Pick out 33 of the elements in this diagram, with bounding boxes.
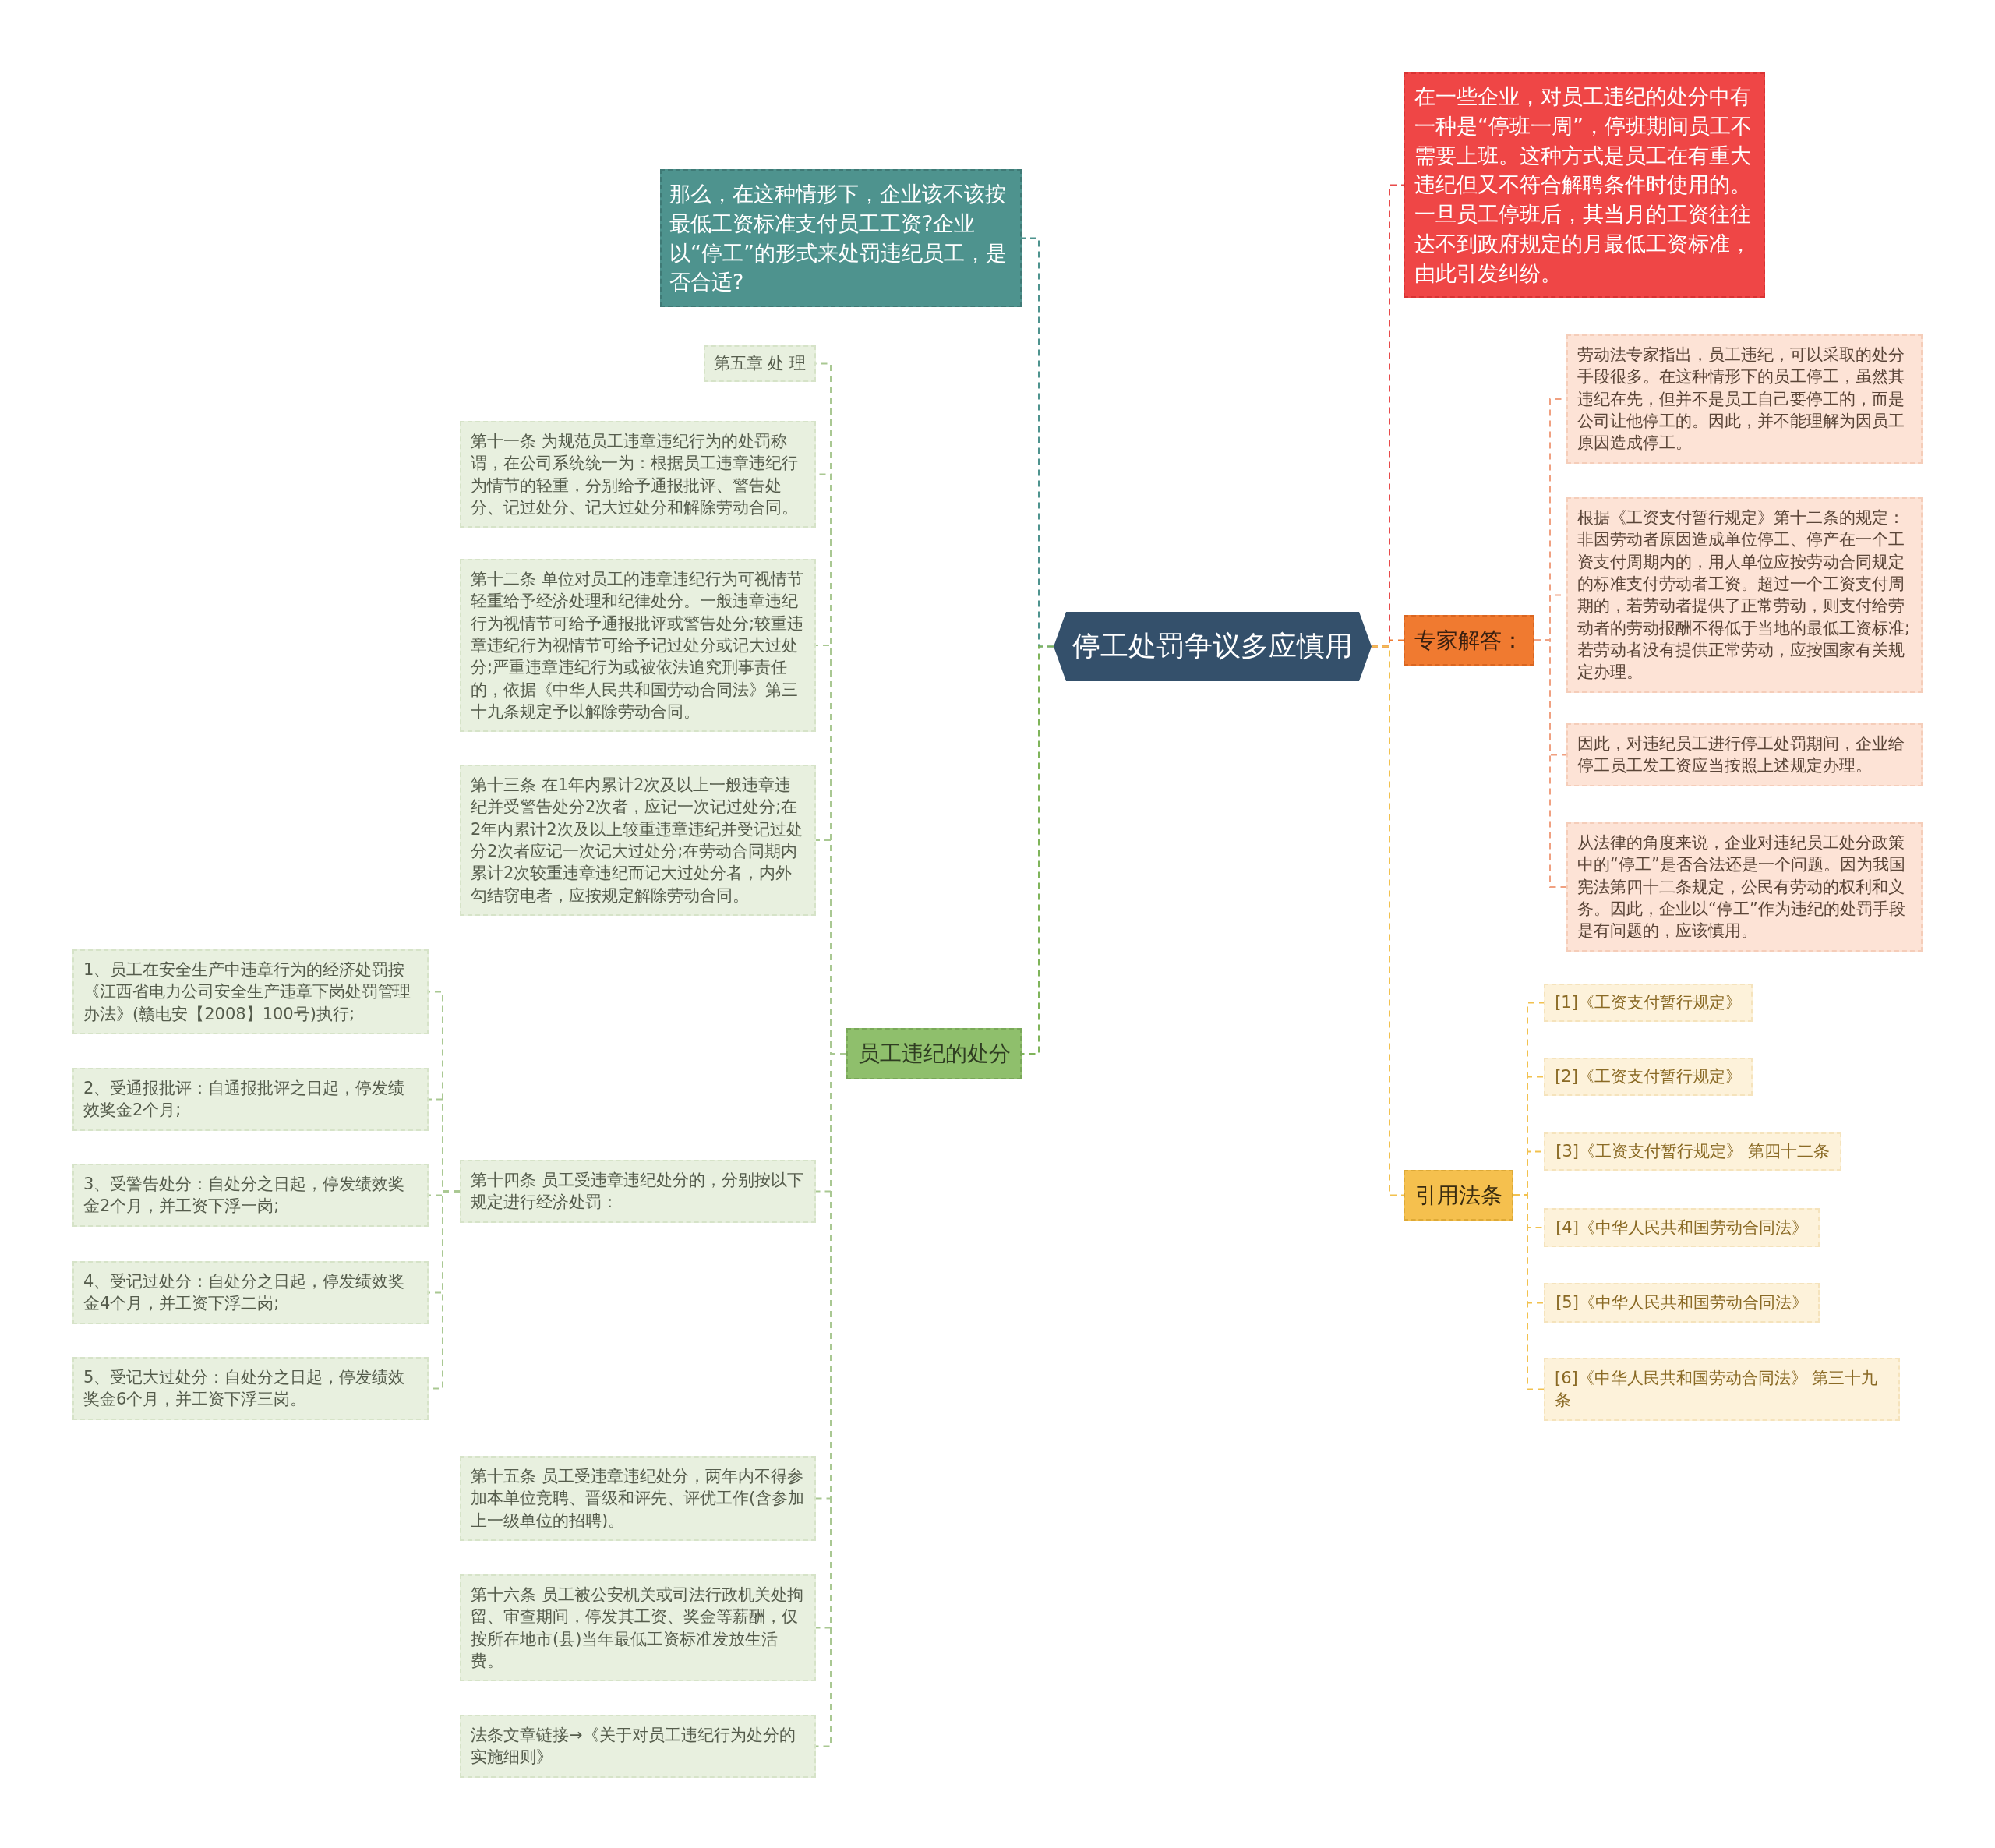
text-box: 法条文章链接→《关于对员工违纪行为处分的实施细则》 xyxy=(460,1715,816,1778)
reference-box: [5]《中华人民共和国劳动合同法》 xyxy=(1544,1283,1820,1323)
branch-box: 引用法条 xyxy=(1404,1170,1513,1221)
reference-box: [4]《中华人民共和国劳动合同法》 xyxy=(1544,1208,1820,1247)
text-box: 5、受记大过处分：自处分之日起，停发绩效奖金6个月，并工资下浮三岗。 xyxy=(72,1357,429,1420)
text-box: 1、员工在安全生产中违章行为的经济处罚按《江西省电力公司安全生产违章下岗处罚管理办法》(赣电安【2008】100号)执行; xyxy=(72,949,429,1035)
branch-box: 员工违纪的处分 xyxy=(846,1028,1022,1079)
question-box: 那么，在这种情形下，企业该不该按最低工资标准支付员工工资?企业以“停工”的形式来处罚违纪员工，是否合适? xyxy=(660,169,1022,307)
connector-line xyxy=(1371,645,1404,1196)
text-box: 第十六条 员工被公安机关或司法行政机关处拘留、审查期间，停发其工资、奖金等薪酬，仅按所在地市(县)当年最低工资标准发放生活费。 xyxy=(460,1574,816,1682)
reference-box: [6]《中华人民共和国劳动合同法》 第三十九条 xyxy=(1544,1358,1900,1421)
text-box: 第五章 处 理 xyxy=(704,345,816,382)
connector-line xyxy=(1534,639,1567,888)
reference-box: [1]《工资支付暂行规定》 xyxy=(1544,984,1753,1022)
text-box: 第十四条 员工受违章违纪处分的，分别按以下规定进行经济处罚： xyxy=(460,1160,816,1223)
text-box: 第十三条 在1年内累计2次及以上一般违章违纪并受警告处分2次者，应记一次记过处分;在2年内累计2次及以上较重违章违纪并受记过处分2次者应记一次记大过处分;在劳动合同期内累计2次较重违章违纪而记大过处分者，内外勾结窃电者，应按规定解除劳动合同。 xyxy=(460,765,816,917)
connector-line xyxy=(1021,645,1054,1055)
topic-hexagon: 停工处罚争议多应慎用 xyxy=(1054,612,1372,681)
text-box: 因此，对违纪员工进行停工处罚期间，企业给停工员工发工资应当按照上述规定办理。 xyxy=(1566,723,1923,786)
text-box: 第十一条 为规范员工违章违纪行为的处罚称谓，在公司系统统一为：根据员工违章违纪行为情节的轻重，分别给予通报批评、警告处分、记过处分、记大过处分和解除劳动合同。 xyxy=(460,421,816,528)
text-box: 劳动法专家指出，员工违纪，可以采取的处分手段很多。在这种情形下的员工停工，虽然其违纪在先，但并不是员工自己要停工的，而是公司让他停工的。因此，并不能理解为因员工原因造成停工。 xyxy=(1566,334,1923,464)
text-box: 根据《工资支付暂行规定》第十二条的规定：非因劳动者原因造成单位停工、停产在一个工资支付周期内的，用人单位应按劳动合同规定的标准支付劳动者工资。超过一个工资支付周期的，若劳动者提供了正常劳动，则支付给劳动者的劳动报酬不得低于当地的最低工资标准;若劳动者没有提供正常劳动，应按国家有关规定办理。 xyxy=(1566,497,1923,693)
connector-line xyxy=(1513,1194,1545,1390)
text-box: 第十二条 单位对员工的违章违纪行为可视情节轻重给予经济处理和纪律处分。一般违章违纪行为视情节可给予通报批评或警告处分;较重违章违纪行为视情节可给予记过处分或记大过处分;严重违章违纪行为或被依法追究刑事责任的，依据《中华人民共和国劳动合同法》第三十九条规定予以解除劳动合同。 xyxy=(460,559,816,733)
reference-box: [3]《工资支付暂行规定》 第四十二条 xyxy=(1544,1132,1841,1171)
branch-box: 专家解答： xyxy=(1404,615,1534,666)
background-box: 在一些企业，对员工违纪的处分中有一种是“停班一周”，停班期间员工不需要上班。这种方式是员工在有重大违纪但又不符合解聘条件时使用的。一旦员工停班后，其当月的工资往往达不到政府规定的月最低工资标准，由此引发纠纷。 xyxy=(1404,72,1765,298)
text-box: 4、受记过处分：自处分之日起，停发绩效奖金4个月，并工资下浮二岗; xyxy=(72,1261,429,1324)
text-box: 从法律的角度来说，企业对违纪员工处分政策中的“停工”是否合法还是一个问题。因为我国宪法第四十二条规定，公民有劳动的权利和义务。因此，企业以“停工”作为违纪的处罚手段是有问题的，应该慎用。 xyxy=(1566,822,1923,952)
reference-box: [2]《工资支付暂行规定》 xyxy=(1544,1058,1753,1096)
text-box: 2、受通报批评：自通报批评之日起，停发绩效奖金2个月; xyxy=(72,1068,429,1131)
text-box: 第十五条 员工受违章违纪处分，两年内不得参加本单位竞聘、晋级和评先、评优工作(含参加上一级单位的招聘)。 xyxy=(460,1456,816,1542)
text-box: 3、受警告处分：自处分之日起，停发绩效奖金2个月，并工资下浮一岗; xyxy=(72,1164,429,1227)
